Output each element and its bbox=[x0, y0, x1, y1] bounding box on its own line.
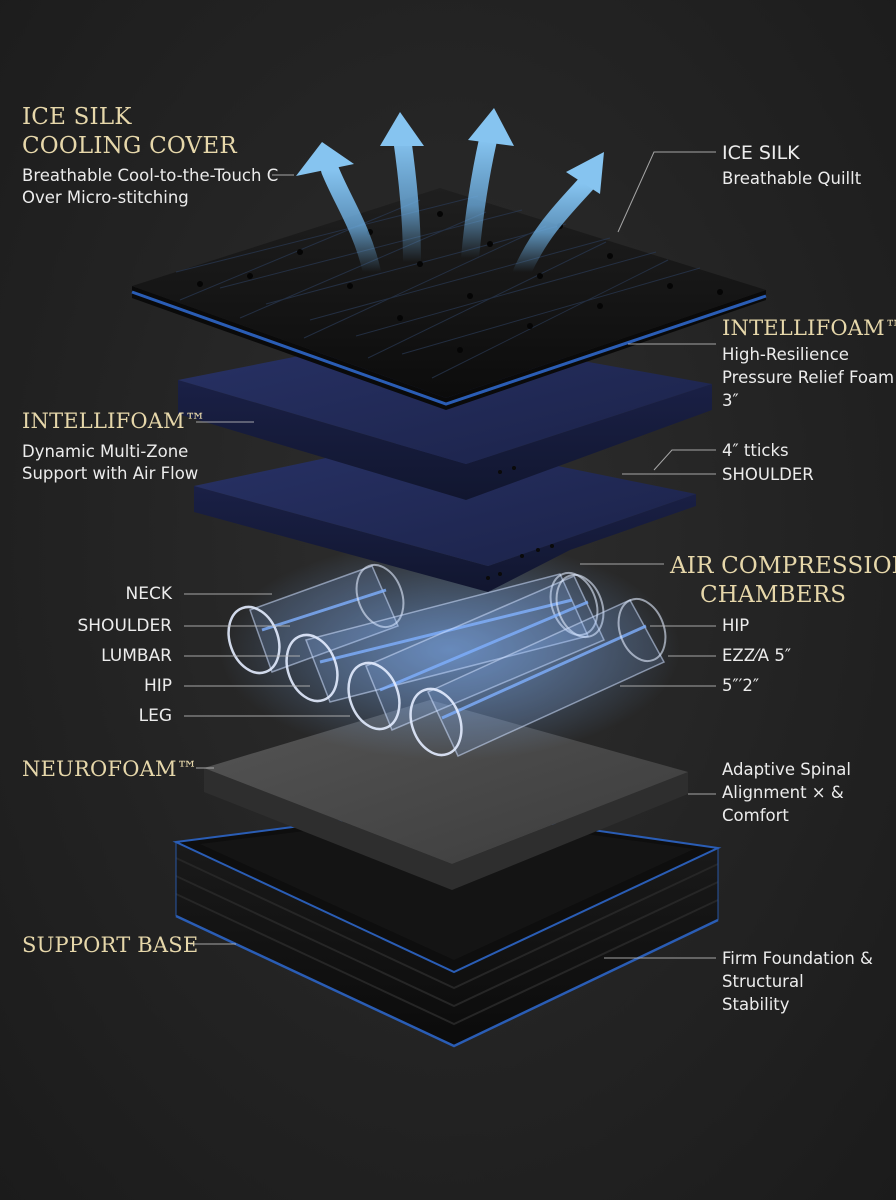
zone-label-hip: HIP bbox=[143, 676, 172, 696]
support-base-desc-line1: Firm Foundation & bbox=[722, 949, 873, 968]
zone-label-lumbar: LUMBAR bbox=[101, 646, 172, 666]
ice-silk-cover-desc-line2: Over Micro-stitching bbox=[22, 188, 189, 207]
zone-label-right-dim: 5″′2″ bbox=[722, 676, 760, 695]
air-chambers-title-line2: CHAMBERS bbox=[700, 582, 847, 608]
ice-silk-cover-layer bbox=[131, 188, 767, 410]
intellifoam-right-desc-line3: 3″ bbox=[722, 391, 739, 410]
cooling-arrow-icon bbox=[380, 112, 424, 271]
leader-lines bbox=[184, 151, 716, 959]
neurofoam-title: NEUROFOAM™ bbox=[22, 757, 198, 781]
support-base-desc-line2: Structural bbox=[722, 972, 804, 991]
intellifoam-right-title: INTELLIFOAM™ bbox=[722, 316, 896, 340]
air-tube-3 bbox=[347, 574, 606, 731]
ice-silk-cover-title-line1: ICE SILK bbox=[22, 104, 132, 130]
ice-silk-quilt-line1: ICE SILK bbox=[722, 142, 800, 164]
neurofoam-desc-line2: Alignment × & bbox=[722, 783, 844, 802]
neurofoam-desc-line3: Comfort bbox=[722, 806, 789, 825]
cooling-arrows bbox=[296, 108, 604, 281]
intellifoam-right-desc-line2: Pressure Relief Foam bbox=[722, 368, 895, 387]
shoulder-label: SHOULDER bbox=[722, 465, 814, 484]
intellifoam-left-desc-line1: Dynamic Multi-Zone bbox=[22, 442, 189, 461]
cooling-arrow-icon bbox=[296, 142, 381, 281]
cooling-arrow-icon bbox=[513, 152, 604, 281]
zone-label-leg: LEG bbox=[138, 706, 172, 726]
intellifoam-right-desc-line1: High-Resilience bbox=[722, 345, 849, 364]
air-chambers bbox=[220, 540, 680, 760]
thickness-label: 4″ tticks bbox=[722, 441, 789, 460]
zone-label-neck: NECK bbox=[125, 584, 172, 604]
zone-label-shoulder: SHOULDER bbox=[77, 616, 172, 636]
support-base-title: SUPPORT BASE bbox=[22, 933, 199, 957]
zone-label-right-hip: HIP bbox=[722, 616, 750, 635]
support-base-desc-line3: Stability bbox=[722, 995, 790, 1014]
zone-label-right-size: EZZ⁄A 5″ bbox=[722, 646, 791, 665]
ice-silk-cover-desc-line1: Breathable Cool-to-the-Touch C bbox=[22, 166, 279, 185]
intellifoam-left-title: INTELLIFOAM™ bbox=[22, 409, 207, 433]
air-chambers-title-line1: AIR COMPRESSION bbox=[670, 553, 896, 579]
ice-silk-quilt-line2: Breathable Quillt bbox=[722, 169, 862, 188]
ice-silk-cover-title-line2: COOLING COVER bbox=[22, 133, 237, 159]
intellifoam-left-desc-line2: Support with Air Flow bbox=[22, 464, 199, 483]
intellifoam-lower-layer bbox=[194, 438, 696, 592]
neurofoam-desc-line1: Adaptive Spinal bbox=[722, 760, 851, 779]
cooling-arrow-icon bbox=[461, 108, 514, 267]
air-tube-4 bbox=[409, 598, 667, 757]
